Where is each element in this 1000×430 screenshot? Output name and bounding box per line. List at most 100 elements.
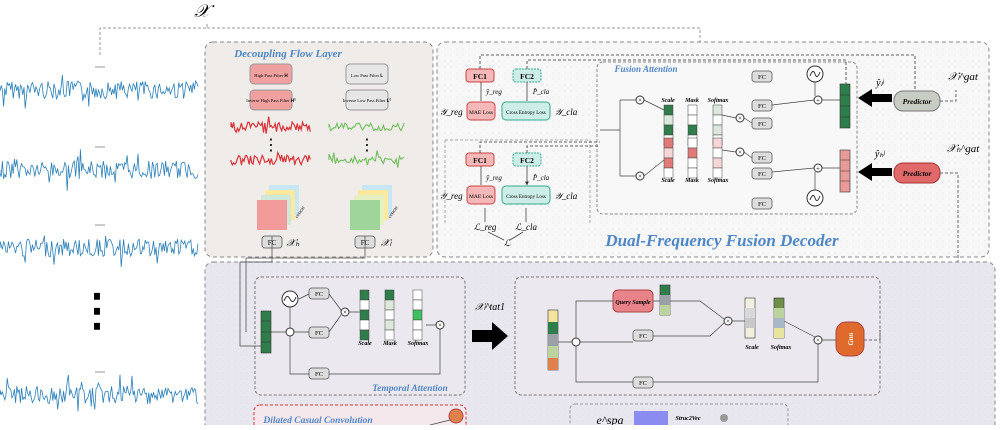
yreg-hat-upper: ŷ_reg: [485, 88, 502, 96]
fusion-softmax-bottom: Softmax: [708, 178, 729, 184]
high-freq-wave-1: [230, 116, 311, 134]
query-sample-label: Query Sample: [615, 300, 651, 306]
left-ellipsis: ⋮: [75, 286, 119, 335]
decoupling-panel: [204, 41, 434, 258]
yreg-hat-lower: ŷ_reg: [485, 174, 502, 182]
fusion-attention-box: [596, 61, 858, 215]
fusion-softmax-col-bottom: [712, 137, 723, 179]
struc2vec-block: [634, 411, 668, 430]
fc1-upper-label: FC1: [473, 72, 487, 81]
low-pass-label: Low Pass Filter 𝐋: [351, 73, 383, 78]
concat-high: concat: [295, 205, 307, 219]
high-ellipsis: ⋮: [263, 137, 279, 154]
signal-wave-2: [0, 149, 199, 191]
xl-label: 𝒳ₗ: [381, 238, 393, 249]
ce-loss-lower-label: Cross Entropy Loss: [506, 195, 546, 200]
graph-fc-2-label: FC: [639, 380, 647, 387]
signal-wave-3: [0, 235, 199, 267]
temporal-fc-3: [308, 367, 330, 380]
svg-text:×: ×: [738, 115, 742, 123]
svg-text:×: ×: [438, 322, 442, 330]
graph-fc-2: [632, 376, 654, 389]
signal-wave-1: [0, 75, 199, 109]
temporal-attention-title: Temporal Attention: [372, 384, 448, 394]
gnn-label: Gnn: [847, 332, 855, 345]
inverse-low-pass-filter: [345, 89, 389, 111]
low-freq-wave-2: [328, 150, 405, 168]
fusion-mask-col-bottom: [687, 137, 698, 179]
query-output-column: [659, 284, 671, 316]
fusion-fc-4: [751, 151, 773, 164]
inverse-high-pass-filter: [249, 89, 293, 111]
lcla-label: ℒ_cla: [515, 222, 537, 232]
fusion-fc-label-2: FC: [758, 103, 766, 110]
mae-loss-upper: [466, 101, 496, 121]
fusion-mask-top: Mask: [684, 98, 699, 104]
lreg-label: ℒ_reg: [474, 222, 497, 232]
high-pass-filter: [249, 63, 293, 85]
fusion-fc-label-3: FC: [758, 121, 766, 128]
graph-fc-1-label: FC: [639, 333, 647, 340]
struc2vec-label: Struc2Vec: [675, 416, 700, 422]
low-pass-filter: [345, 63, 389, 85]
pcla-hat-upper: P̂_cla: [532, 88, 550, 96]
dilated-conv-title: Dilated Casual Convolution: [262, 416, 372, 425]
mae-loss-lower-label: MAE Loss: [469, 194, 493, 200]
graph-fc-1: [632, 329, 654, 342]
svg-text:+: +: [816, 165, 820, 173]
temporal-thick-arrow: [472, 322, 508, 350]
graph-softmax-label: Softmax: [771, 345, 792, 351]
predictor-top-label: Predictor: [903, 97, 932, 106]
high-feature-stack: [257, 185, 299, 230]
struc2vec-node: [720, 414, 728, 422]
green-feature-column: [839, 83, 851, 129]
xh-label: 𝒳ₕ: [287, 238, 301, 249]
mae-loss-upper-label: MAE Loss: [469, 110, 493, 116]
fc1-lower-label: FC1: [473, 156, 487, 165]
filtered-waves: [230, 116, 405, 168]
fc2-upper-label: FC2: [520, 72, 534, 81]
fusion-ops: ××××++: [600, 65, 840, 207]
fusion-fc-label-1: FC: [758, 74, 766, 81]
e-spa-label: e^spa: [596, 413, 623, 425]
fusion-fc-label-6: FC: [758, 201, 766, 208]
svg-text:×: ×: [816, 337, 820, 345]
temporal-output-label: 𝒳ₗ^tat1: [475, 302, 505, 313]
fusion-attention-title: Fusion Attention: [614, 64, 678, 74]
decoupling-title: Decoupling Flow Layer: [233, 48, 342, 60]
temporal-input-column: [260, 310, 272, 354]
temporal-add-op: [285, 327, 295, 337]
input-signals: [0, 66, 199, 412]
high-pass-label: High Pass Filter 𝐇: [254, 73, 288, 78]
ce-loss-upper: [501, 101, 551, 121]
fusion-fc-label-4: FC: [758, 155, 766, 162]
ycla-lower: 𝒴_cla: [555, 191, 578, 201]
temporal-softmax-col: [412, 289, 423, 341]
fusion-connectors: [600, 82, 840, 190]
yl-hat-label: ŷₗʲ: [875, 78, 884, 89]
xh-gat-label: 𝒳ₕ^gat: [947, 143, 981, 155]
temporal-scale-label: Scale: [358, 341, 372, 347]
mae-loss-lower: [466, 185, 496, 205]
svg-text:×: ×: [738, 149, 742, 157]
inverse-low-pass-label: Inverse Low Pass Filter 𝐋⁰: [343, 98, 392, 103]
ycla-upper: 𝒴_cla: [555, 107, 578, 117]
pink-feature-column: [839, 149, 851, 193]
temporal-softmax-label: Softmax: [408, 341, 429, 347]
fusion-fc-2: [751, 99, 773, 112]
fusion-columns: [663, 104, 723, 179]
concat-low: concat: [388, 205, 400, 219]
low-ellipsis: ⋮: [359, 137, 375, 154]
graph-scale-label: Scale: [745, 345, 759, 351]
fusion-fc-3: [751, 117, 773, 130]
yreg-lower: 𝒴_reg: [439, 191, 463, 201]
graph-add-op: [571, 337, 581, 347]
svg-text:×: ×: [638, 97, 642, 105]
thick-arrow-bottom: [858, 163, 892, 181]
temporal-fc-2-label: FC: [315, 330, 323, 337]
ltotal-label: ℒ: [504, 238, 511, 248]
high-freq-wave-2: [230, 150, 311, 167]
temporal-mask-label: Mask: [382, 341, 397, 347]
